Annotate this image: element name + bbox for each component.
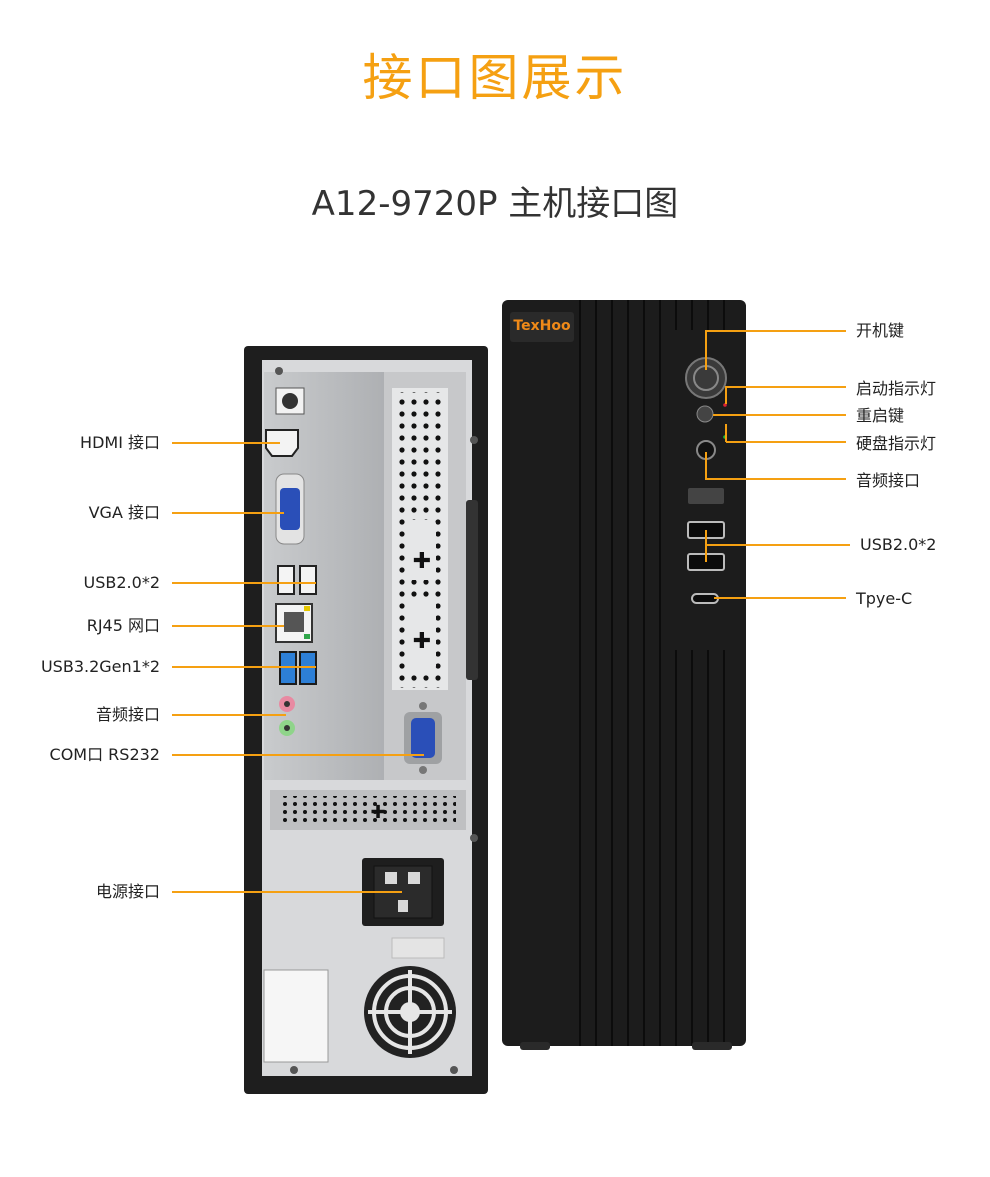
front-chassis <box>502 300 746 1050</box>
leader-audio-front-v <box>705 452 707 480</box>
callout-power-socket: 电源接口 <box>95 882 160 901</box>
rear-chassis: ✚ ✚ ✚ <box>244 346 488 1094</box>
leader-audio-rear <box>172 714 286 716</box>
callout-boot-led: 启动指示灯 <box>856 379 937 398</box>
callout-usb3: USB3.2Gen1*2 <box>40 657 160 676</box>
leader-com <box>172 754 424 756</box>
leader-rj45 <box>172 625 284 627</box>
leader-power-button <box>706 330 846 332</box>
page-subheading: A12-9720P 主机接口图 <box>311 184 679 224</box>
callout-reset-button: 重启键 <box>856 406 905 425</box>
callout-usb2-rear: USB2.0*2 <box>83 573 160 592</box>
callout-com: COM口 RS232 <box>49 745 160 764</box>
callout-type-c: Tpye-C <box>856 589 913 608</box>
leader-usb2-front-v <box>705 530 707 562</box>
callout-vga: VGA 接口 <box>88 503 160 522</box>
leader-boot-led <box>726 386 846 388</box>
leader-type-c <box>714 597 846 599</box>
callout-rj45: RJ45 网口 <box>86 616 160 635</box>
svg-text:✚: ✚ <box>413 549 431 574</box>
leader-hdd-led <box>726 441 846 443</box>
leader-usb3 <box>172 666 316 668</box>
svg-text:✚: ✚ <box>370 802 385 823</box>
callout-usb2-front: USB2.0*2 <box>860 535 937 554</box>
callout-audio-rear: 音频接口 <box>95 705 160 724</box>
leader-hdmi <box>172 442 280 444</box>
leader-audio-front <box>706 478 846 480</box>
leader-usb2-rear <box>172 582 316 584</box>
leader-hdd-led-v <box>725 424 727 442</box>
page-heading: 接口图展示 <box>362 49 628 107</box>
callout-hdmi: HDMI 接口 <box>80 433 160 452</box>
callout-hdd-led: 硬盘指示灯 <box>856 434 937 453</box>
callout-power-button: 开机键 <box>856 321 905 340</box>
leader-reset-button <box>713 414 846 416</box>
leader-power-socket <box>172 891 402 893</box>
leader-vga <box>172 512 284 514</box>
leader-power-button-v <box>705 330 707 370</box>
leader-boot-led-v <box>725 386 727 404</box>
brand-logo: TexHoo <box>513 318 571 334</box>
svg-text:✚: ✚ <box>413 629 431 654</box>
leader-usb2-front <box>706 544 850 546</box>
callout-audio-front: 音频接口 <box>856 471 921 490</box>
